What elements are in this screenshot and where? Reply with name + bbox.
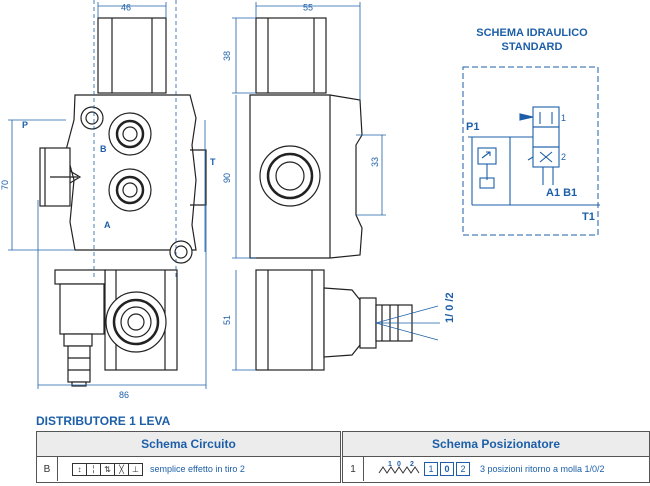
- port-p-label: P: [22, 120, 28, 130]
- positioner-description: 3 posizioni ritorno a molla 1/0/2: [480, 464, 605, 474]
- port-t-label: T: [210, 157, 216, 167]
- side-view-valve-body: [249, 17, 413, 371]
- position-box-1: 1: [424, 462, 438, 476]
- hydraulic-spool-pos-1: 1: [561, 113, 566, 123]
- circuit-description: semplice effetto in tiro 2: [150, 464, 245, 474]
- positioner-code: 1: [343, 457, 364, 481]
- dim-side-body-height: 70: [0, 180, 10, 190]
- dim-section-height: 38: [222, 51, 232, 61]
- positioner-symbol: 1 0 2 1 0 2: [378, 460, 472, 478]
- circuit-symbol: ↕╎⇅╳⊥: [72, 462, 143, 476]
- front-view-valve-body: [39, 17, 207, 387]
- hydraulic-schema-title-line2: STANDARD: [502, 41, 563, 53]
- hydraulic-a1b1-label: A1 B1: [546, 187, 577, 199]
- hydraulic-schema-frame: [462, 66, 599, 236]
- dim-overall-width: 86: [119, 390, 129, 400]
- positioner-schema-table: Schema Posizionatore 1 1 0 2 1 0 2 3 pos…: [342, 431, 650, 483]
- circuit-code: B: [37, 457, 58, 481]
- dim-lever-section-height: 51: [222, 315, 232, 325]
- spring-number-0: 0: [397, 461, 401, 468]
- hydraulic-schema-symbol: [468, 106, 600, 206]
- dim-front-width: 46: [121, 2, 131, 12]
- hydraulic-schema-title-line1: SCHEMA IDRAULICO: [476, 27, 588, 39]
- spring-number-2: 2: [410, 461, 414, 468]
- port-b-label: B: [100, 144, 107, 154]
- dimension-lines: [8, 0, 440, 389]
- position-box-0: 0: [440, 462, 454, 476]
- circuit-schema-table: Schema Circuito B ↕╎⇅╳⊥ semplice effetto…: [36, 431, 341, 483]
- circuit-schema-header: Schema Circuito: [37, 432, 340, 457]
- dim-port-offset: 33: [370, 157, 380, 167]
- port-a-label: A: [104, 220, 111, 230]
- spring-icon: 1 0 2: [378, 461, 420, 474]
- positioner-schema-row: 1 1 0 2 1 0 2 3 posizioni ritorno a moll…: [343, 457, 649, 481]
- circuit-schema-row: B ↕╎⇅╳⊥ semplice effetto in tiro 2: [37, 457, 340, 481]
- hydraulic-spool-pos-2: 2: [561, 152, 566, 162]
- dim-body-height: 90: [222, 173, 232, 183]
- hydraulic-p1-label: P1: [466, 121, 479, 133]
- table-title: DISTRIBUTORE 1 LEVA: [36, 414, 171, 428]
- position-box-2: 2: [456, 462, 470, 476]
- dim-side-width: 55: [303, 2, 313, 12]
- positioner-schema-header: Schema Posizionatore: [343, 432, 649, 457]
- technical-drawing: 46 55 38 90 51 33 70 86 P T B A 1/ 0 /2 …: [0, 0, 600, 400]
- lever-positions-label: 1/ 0 /2: [444, 292, 456, 323]
- spring-number-1: 1: [388, 461, 392, 468]
- hydraulic-t1-label: T1: [582, 211, 595, 223]
